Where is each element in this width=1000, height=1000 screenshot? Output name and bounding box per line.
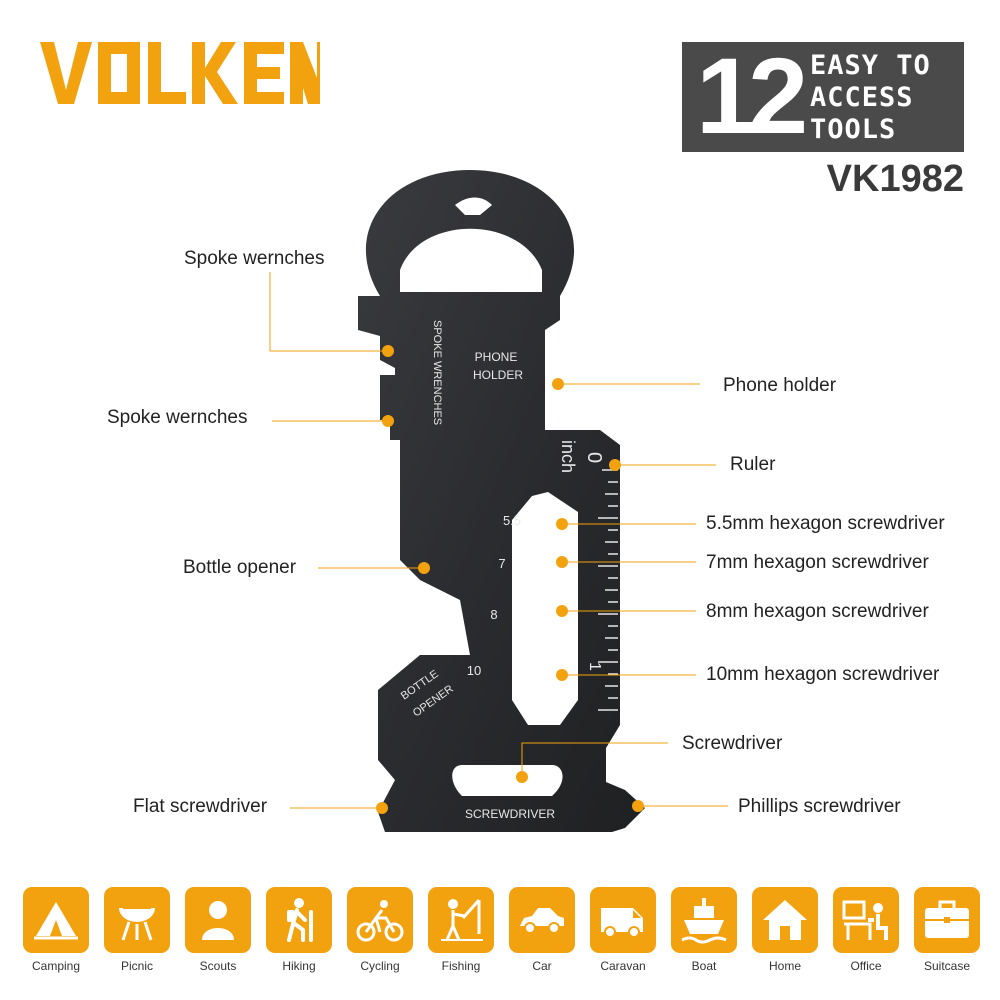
use-home: Home: [752, 887, 818, 973]
callout-hex-8: 8mm hexagon screwdriver: [706, 601, 929, 622]
badge-line-1: EASY TO: [810, 50, 931, 81]
callout-spoke-2: Spoke wernches: [107, 407, 248, 428]
callout-lines: [269, 272, 728, 809]
callout-hex-55: 5.5mm hexagon screwdriver: [706, 513, 945, 534]
office-desk-icon: [842, 900, 888, 940]
engraving-ruler-unit: inch: [558, 440, 578, 473]
engraving-ruler-zero: 0: [583, 452, 605, 463]
use-picnic: Picnic: [104, 887, 170, 973]
van-icon: [601, 908, 643, 938]
engraving-hex-55: 5.5: [503, 513, 521, 528]
cyclist-icon: [356, 900, 404, 942]
use-car: Car: [509, 887, 575, 973]
callout-dots: [376, 345, 644, 814]
volken-logo: [40, 42, 320, 104]
callout-ruler: Ruler: [730, 454, 776, 475]
use-fishing: Fishing: [428, 887, 494, 973]
engraving-ruler-one: 1: [586, 662, 603, 671]
tent-icon: [34, 902, 78, 940]
engraving-hex-10: 10: [467, 663, 481, 678]
use-case-row: Camping Picnic Scouts Hiking Cycling Fis…: [23, 887, 983, 977]
engraving-phone-1: PHONE: [475, 350, 518, 364]
badge-line-2: ACCESS: [810, 82, 914, 113]
engraving-phone-2: HOLDER: [473, 368, 523, 382]
callout-spoke-1: Spoke wernches: [184, 248, 325, 269]
person-icon: [202, 901, 234, 940]
use-suitcase: Suitcase: [914, 887, 980, 973]
callout-bottle: Bottle opener: [183, 557, 297, 578]
engraving-hex-8: 8: [490, 607, 497, 622]
use-cycling: Cycling: [347, 887, 413, 973]
callout-flat: Flat screwdriver: [133, 796, 268, 817]
engraving-hex-7: 7: [498, 556, 505, 571]
car-icon: [520, 908, 564, 934]
use-caravan: Caravan: [590, 887, 656, 973]
fisher-icon: [441, 899, 483, 941]
tool-body: [358, 170, 645, 832]
suitcase-icon: [925, 900, 969, 938]
callout-hex-10: 10mm hexagon screwdriver: [706, 664, 940, 685]
model-number: VK1982: [826, 158, 964, 200]
use-office: Office: [833, 887, 899, 973]
callout-phone: Phone holder: [723, 375, 837, 396]
callout-screwdriver: Screwdriver: [682, 733, 783, 754]
engraving-screwdriver: SCREWDRIVER: [465, 807, 555, 821]
use-scouts: Scouts: [185, 887, 251, 973]
callout-phillips: Phillips screwdriver: [738, 796, 901, 817]
house-icon: [763, 900, 807, 940]
use-hiking: Hiking: [266, 887, 332, 973]
use-camping: Camping: [23, 887, 89, 973]
badge-number: 12: [696, 35, 808, 156]
hiker-icon: [287, 898, 313, 942]
ruler-ticks: [598, 469, 618, 711]
boat-icon: [681, 898, 727, 944]
engraving-spoke: SPOKE WRENCHES: [431, 320, 443, 425]
feature-badge: 12 EASY TO ACCESS TOOLS: [682, 36, 964, 156]
callout-hex-7: 7mm hexagon screwdriver: [706, 552, 929, 573]
grill-icon: [119, 907, 155, 941]
badge-line-3: TOOLS: [810, 114, 897, 145]
use-boat: Boat: [671, 887, 737, 973]
